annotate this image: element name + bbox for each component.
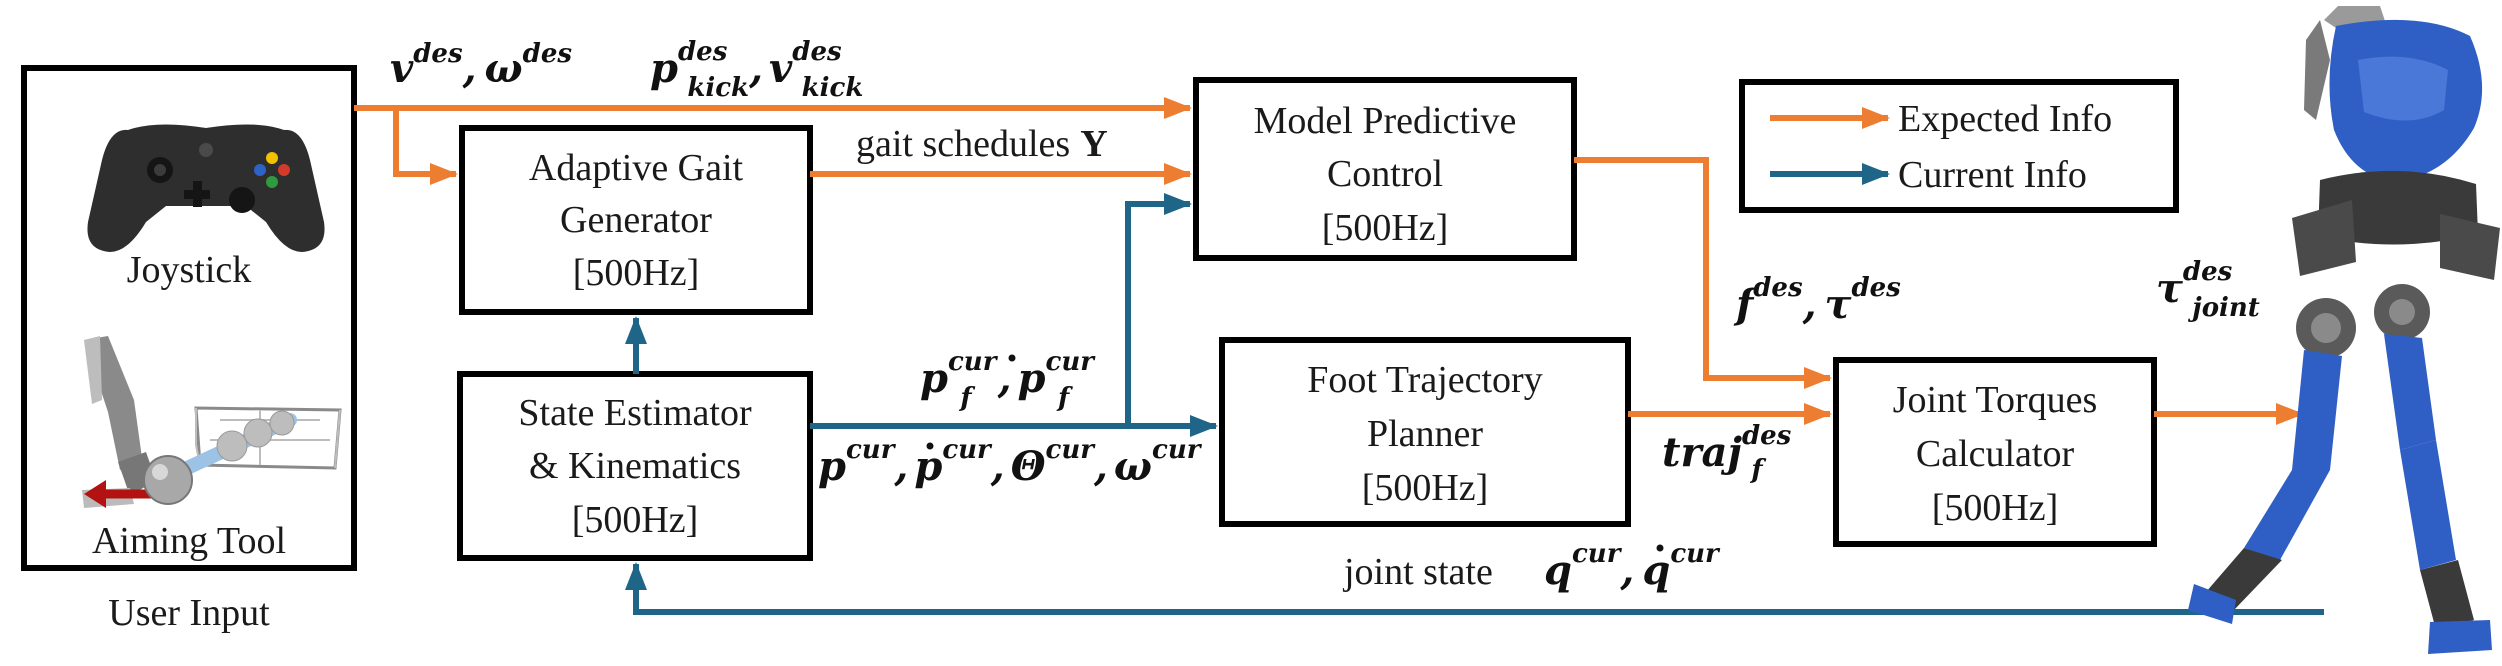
time-derivative-dot	[926, 442, 934, 450]
model-predictive-control-block: Model Predictive Control [500Hz]	[1193, 77, 1577, 261]
foot-trajectory-planner-block: Foot Trajectory Planner [500Hz]	[1219, 337, 1631, 527]
time-derivative-dot	[1656, 544, 1664, 552]
block-rate: [500Hz]	[572, 499, 699, 541]
user-input-caption: User Input	[108, 592, 270, 634]
label-body-state-cur: pcur,pcur,Θcur,ωcur	[818, 435, 1203, 490]
aiming-tool-label: Aiming Tool	[92, 520, 286, 562]
block-line: Planner	[1367, 413, 1483, 455]
block-rate: [500Hz]	[573, 252, 700, 294]
legend: Expected Info Current Info	[1739, 79, 2179, 213]
block-line: Adaptive Gait	[529, 147, 744, 189]
humanoid-robot-icon	[2188, 6, 2500, 654]
arrow-mpc-to-joint	[1574, 157, 1832, 389]
block-rate: [500Hz]	[1322, 207, 1449, 249]
joint-torques-calculator-block: Joint Torques Calculator [500Hz]	[1833, 357, 2157, 547]
block-line: Model Predictive	[1254, 100, 1517, 142]
arrow-user-to-gait	[393, 108, 458, 185]
label-joint-state: joint state	[1342, 551, 1493, 593]
block-line: Calculator	[1916, 433, 2075, 475]
state-estimator-block: State Estimator & Kinematics [500Hz]	[457, 371, 813, 561]
legend-expected-label: Expected Info	[1898, 98, 2112, 140]
label-force-torque-des: fdes,τdes	[1733, 273, 1901, 328]
arrow-state-to-mpc	[1125, 193, 1192, 426]
adaptive-gait-generator-block: Adaptive Gait Generator [500Hz]	[459, 125, 813, 315]
time-derivative-dot	[1008, 354, 1016, 362]
joystick-label: Joystick	[127, 249, 252, 291]
block-rate: [500Hz]	[1362, 467, 1489, 509]
block-rate: [500Hz]	[1932, 487, 2059, 529]
label-velocity-des: vdes,ωdes	[390, 39, 572, 92]
block-line: Control	[1327, 153, 1443, 195]
block-line: Generator	[560, 199, 712, 241]
block-line: Foot Trajectory	[1307, 359, 1542, 401]
arrow-joint-state-feedback	[625, 562, 2324, 615]
gamepad-icon	[87, 124, 325, 252]
block-line: Joint Torques	[1893, 379, 2098, 421]
label-joint-state-cur: qcur,qcur	[1544, 539, 1721, 594]
leg-kick-goal-icon	[82, 336, 342, 508]
block-line: & Kinematics	[529, 445, 741, 487]
legend-current-label: Current Info	[1898, 154, 2087, 196]
block-line: State Estimator	[518, 392, 752, 434]
